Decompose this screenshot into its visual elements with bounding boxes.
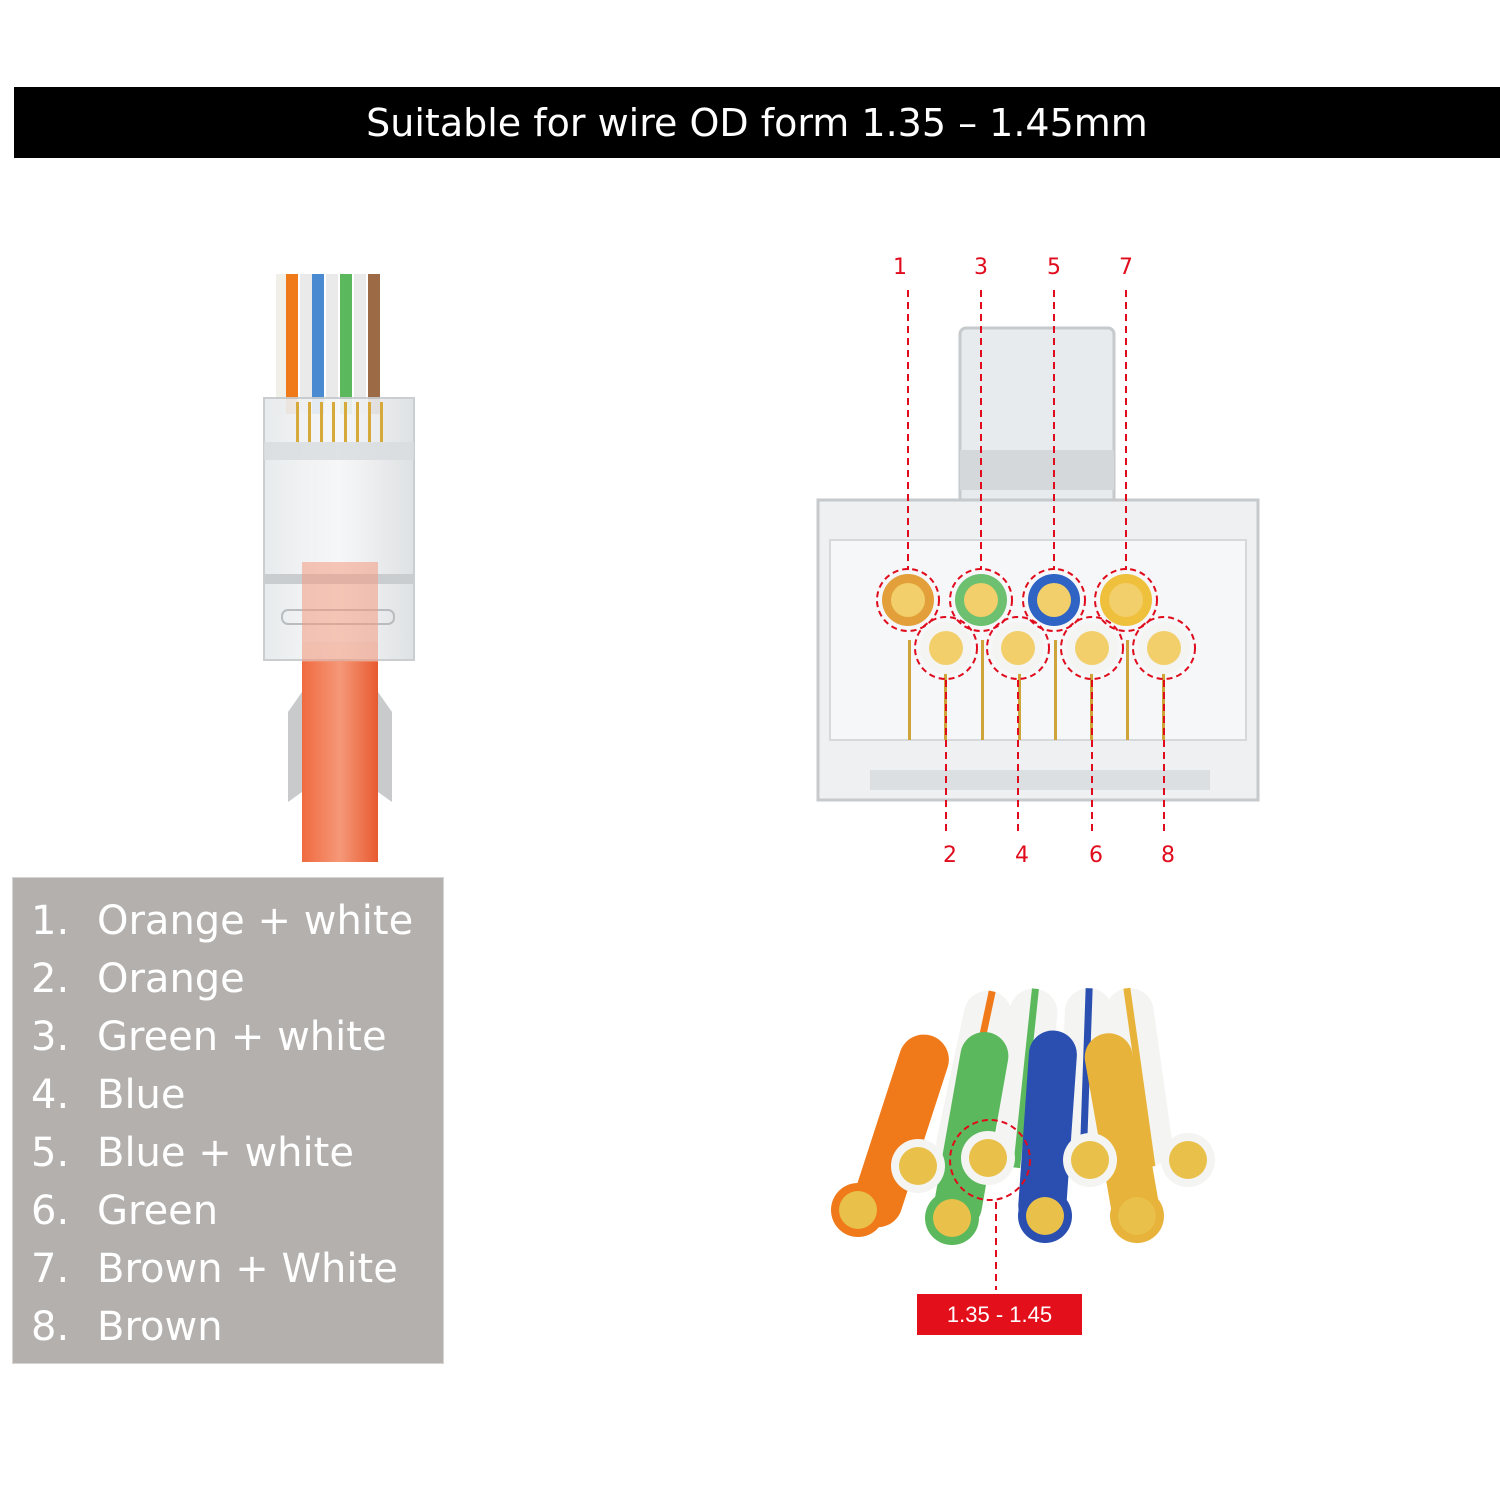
legend-number: 6.	[31, 1188, 70, 1234]
legend-number: 2.	[31, 956, 70, 1002]
bottom-row-wires	[920, 622, 1190, 674]
plug-side-view	[263, 274, 415, 862]
legend-label: Orange	[97, 956, 245, 1002]
legend-number: 5.	[31, 1130, 70, 1176]
pin-number: 2	[943, 843, 957, 868]
pin-number: 5	[1047, 255, 1061, 280]
wire-bundle	[831, 987, 1215, 1290]
legend-label: Orange + white	[97, 898, 414, 944]
dimension-text: 1.35 - 1.45	[946, 1301, 1053, 1327]
legend-label: Blue + white	[97, 1130, 354, 1176]
legend-label: Green + white	[97, 1014, 387, 1060]
legend-number: 8.	[31, 1304, 70, 1350]
pin-number: 4	[1015, 843, 1029, 868]
cable	[302, 642, 378, 862]
legend-item: 8. Brown	[13, 1298, 443, 1356]
solid-wires	[852, 1030, 1160, 1231]
pin-number: 6	[1089, 843, 1103, 868]
legend-number: 3.	[31, 1014, 70, 1060]
legend-item: 5. Blue + white	[13, 1124, 443, 1182]
color-legend: 1. Orange + white 2. Orange 3. Green + whit…	[12, 877, 444, 1364]
legend-number: 7.	[31, 1246, 70, 1292]
plug-front-view: 1 3 5 7	[816, 255, 1260, 868]
legend-item: 7. Brown + White	[13, 1240, 443, 1298]
pin-number: 1	[893, 255, 907, 280]
contacts	[296, 402, 383, 442]
dimension-label: 1.35 - 1.45	[917, 1294, 1082, 1335]
legend-label: Green	[97, 1188, 219, 1234]
legend-label: Brown + White	[97, 1246, 398, 1292]
legend-item: 2. Orange	[13, 950, 443, 1008]
legend-label: Blue	[97, 1072, 186, 1118]
pin-number: 3	[974, 255, 988, 280]
legend-item: 3. Green + white	[13, 1008, 443, 1066]
legend-item: 1. Orange + white	[13, 892, 443, 950]
legend-number: 1.	[31, 898, 70, 944]
pin-number: 7	[1119, 255, 1133, 280]
dimension-highlight	[949, 1119, 1031, 1201]
pin-number: 8	[1161, 843, 1175, 868]
legend-item: 6. Green	[13, 1182, 443, 1240]
wire-ends	[276, 274, 380, 414]
legend-label: Brown	[97, 1304, 223, 1350]
legend-item: 4. Blue	[13, 1066, 443, 1124]
banner-text: Suitable for wire OD form 1.35 – 1.45mm	[366, 100, 1148, 145]
legend-number: 4.	[31, 1072, 70, 1118]
top-row-wires	[882, 574, 1152, 626]
title-banner: Suitable for wire OD form 1.35 – 1.45mm	[14, 87, 1500, 158]
